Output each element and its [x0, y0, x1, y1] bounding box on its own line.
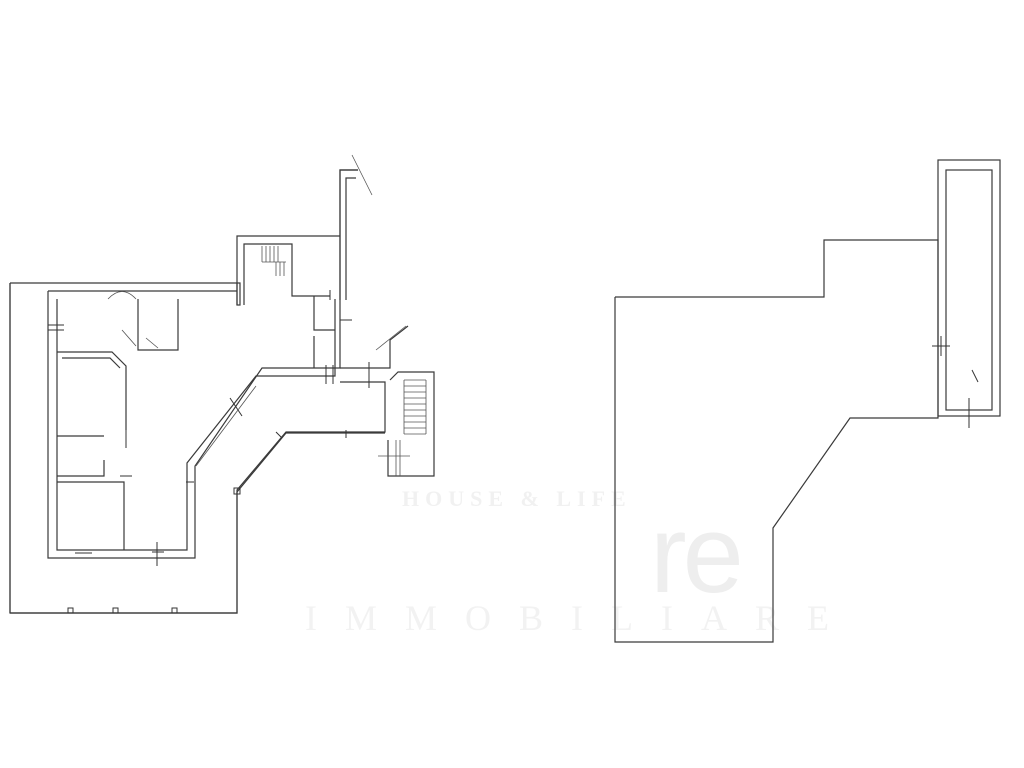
- roof-outline: [614, 239, 939, 643]
- watermark: re HOUSE & LIFE IMMOBILIARE: [305, 486, 857, 638]
- tower-inner: [345, 177, 356, 300]
- house-inner-wall: [56, 299, 336, 551]
- roof-plan: [614, 159, 1001, 643]
- bath-room-wall: [137, 299, 179, 351]
- ground-floor-plan: [9, 154, 435, 614]
- north-stairs: [261, 246, 286, 276]
- north-block-inner: [243, 243, 330, 305]
- living-partition-inner: [62, 357, 121, 369]
- north-block-wall: [236, 235, 340, 305]
- terrace-bottom-edge: [10, 492, 238, 614]
- door-swing-bath-2: [145, 337, 159, 349]
- watermark-logo: re: [650, 493, 740, 616]
- east-stairs: [378, 379, 427, 476]
- watermark-top-text: HOUSE & LIFE: [402, 486, 632, 511]
- tower-wall: [339, 169, 358, 300]
- living-partition: [57, 351, 127, 430]
- roof-tower-inner: [945, 169, 993, 411]
- house-outer-wall: [47, 169, 358, 559]
- wall-ticks: [48, 324, 370, 566]
- east-stair-frame: [387, 371, 435, 477]
- tower-cut-line: [351, 154, 373, 196]
- bedroom-3-wall: [57, 481, 125, 550]
- east-corridor: [340, 325, 409, 369]
- diagonal-window: [195, 385, 257, 467]
- terrace-columns: [67, 487, 241, 614]
- outer-terrace-outline: [9, 282, 386, 614]
- roof-ticks: [932, 336, 979, 428]
- roof-tower-outer: [937, 159, 1001, 417]
- entry-arch: [107, 291, 137, 300]
- terrace-diagonal-edge: [236, 432, 385, 493]
- bedroom-2-wall: [57, 460, 105, 477]
- east-cut-line: [375, 325, 407, 351]
- watermark-bottom-text: IMMOBILIARE: [305, 598, 857, 638]
- door-swing-bath: [121, 329, 137, 347]
- room-ne-wall: [313, 296, 335, 331]
